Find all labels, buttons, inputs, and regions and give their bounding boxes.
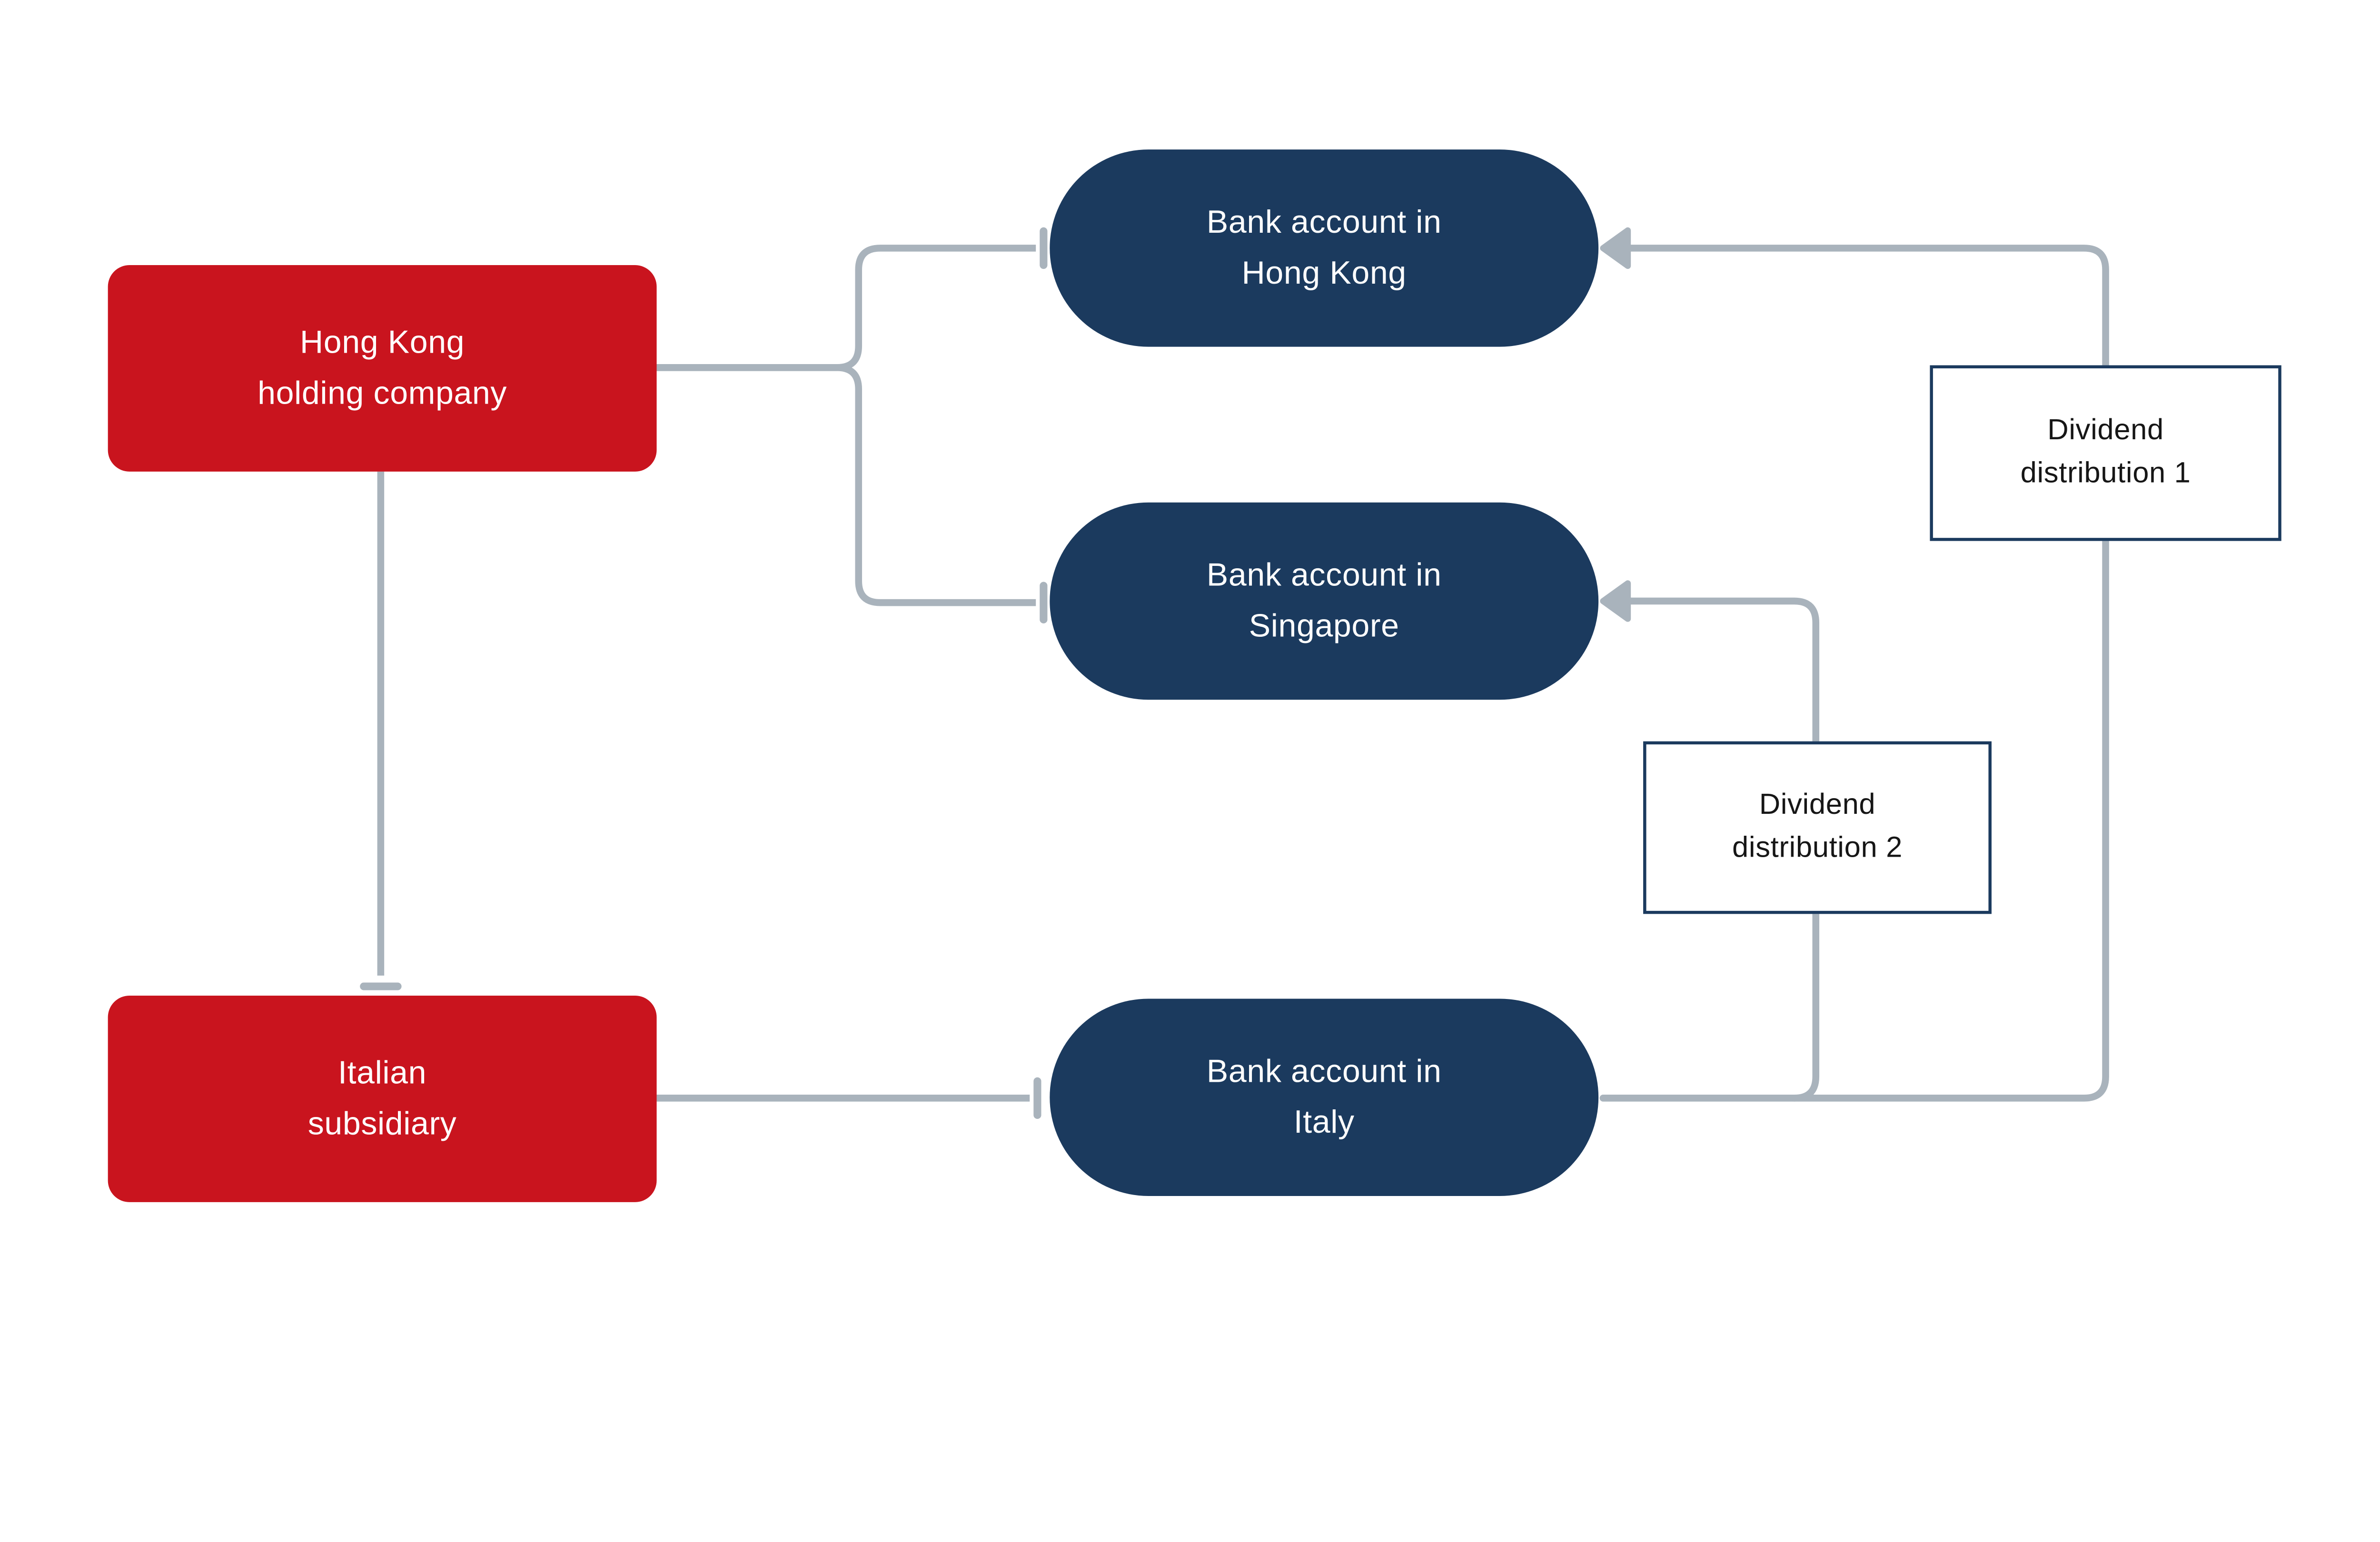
node-label-line: Bank account in [1206, 1054, 1442, 1090]
node-label-line: Italy [1293, 1105, 1355, 1141]
label-dividend-distribution-2: Dividend distribution 2 [1643, 741, 1992, 914]
node-label-line: Hong Kong [300, 325, 465, 361]
arrowhead-dividend-2-icon [1600, 580, 1631, 622]
node-hong-kong-holding-company: Hong Kong holding company [108, 265, 657, 472]
node-bank-account-italy: Bank account in Italy [1050, 998, 1599, 1196]
connector-layer [360, 227, 2109, 1119]
node-label-line: Italian [338, 1056, 427, 1091]
node-label-line: Bank account in [1206, 205, 1442, 241]
flow-label-line: distribution 1 [2020, 457, 2191, 490]
flow-label-line: Dividend [2047, 415, 2164, 447]
node-label-line: Bank account in [1206, 558, 1442, 593]
node-bank-account-singapore: Bank account in Singapore [1050, 502, 1599, 700]
connector-holding-to-bank-sg [656, 364, 1036, 606]
flow-label-line: distribution 2 [1732, 832, 1903, 865]
node-label-line: Singapore [1249, 609, 1399, 644]
connector-dividend-1 [1599, 245, 2109, 1102]
flow-label-line: Dividend [1759, 789, 1876, 822]
node-label-line: Hong Kong [1241, 256, 1407, 292]
label-dividend-distribution-1: Dividend distribution 1 [1930, 365, 2281, 541]
node-label-line: subsidiary [307, 1107, 457, 1142]
node-bank-account-hong-kong: Bank account in Hong Kong [1050, 149, 1599, 347]
diagram-canvas: Hong Kong holding company Italian subsid… [108, 149, 2281, 1202]
connector-dividend-2 [1627, 597, 1820, 1102]
arrowhead-dividend-1-icon [1600, 227, 1631, 269]
node-italian-subsidiary: Italian subsidiary [108, 995, 657, 1202]
node-label-line: holding company [258, 376, 507, 412]
connector-holding-to-bank-hk [656, 245, 1036, 371]
